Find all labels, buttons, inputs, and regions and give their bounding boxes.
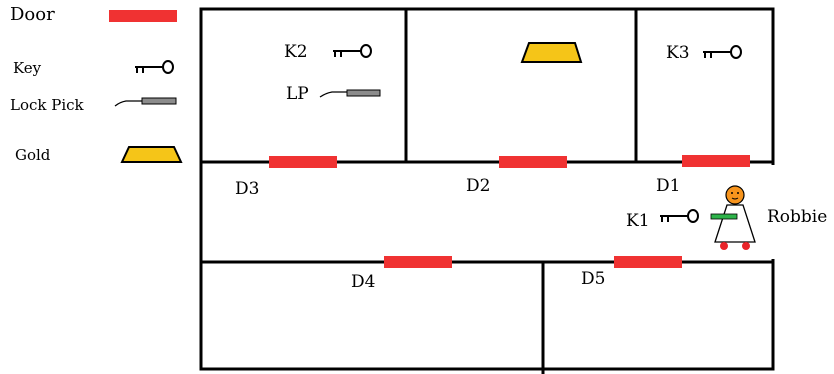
legend-gold-bar-icon bbox=[120, 146, 183, 163]
doors bbox=[269, 155, 750, 268]
robot-icon bbox=[710, 185, 756, 250]
door-d5 bbox=[614, 256, 682, 268]
item-label-lp: LP bbox=[286, 84, 309, 104]
door-d3 bbox=[269, 156, 337, 168]
legend-lockpick-label: Lock Pick bbox=[10, 96, 85, 114]
door-d2 bbox=[499, 156, 567, 168]
door-label-d2: D2 bbox=[466, 176, 490, 196]
legend-door-icon bbox=[109, 10, 177, 22]
door-d1 bbox=[682, 155, 750, 167]
legend-door-label: Door bbox=[10, 4, 55, 25]
door-label-d4: D4 bbox=[351, 272, 375, 292]
legend-gold-label: Gold bbox=[15, 146, 51, 164]
gold-bar-icon bbox=[520, 42, 583, 63]
door-label-d1: D1 bbox=[656, 176, 680, 196]
corridor-opening bbox=[768, 165, 778, 259]
legend-lockpick-icon bbox=[114, 97, 177, 107]
door-d4 bbox=[384, 256, 452, 268]
key-k1-icon bbox=[659, 209, 699, 223]
key-k2-icon bbox=[332, 44, 372, 58]
lockpick-lp-icon bbox=[319, 89, 381, 98]
key-k3-icon bbox=[702, 45, 742, 59]
item-label-k3: K3 bbox=[666, 43, 690, 63]
door-label-d5: D5 bbox=[581, 269, 605, 289]
item-label-k2: K2 bbox=[284, 42, 308, 62]
robot-name-label: Robbie bbox=[767, 207, 827, 227]
door-label-d3: D3 bbox=[235, 179, 259, 199]
legend: Door Key Lock Pick Gold bbox=[10, 4, 183, 164]
legend-key-icon bbox=[134, 60, 174, 74]
item-label-k1: K1 bbox=[626, 211, 650, 231]
legend-key-label: Key bbox=[13, 59, 42, 77]
